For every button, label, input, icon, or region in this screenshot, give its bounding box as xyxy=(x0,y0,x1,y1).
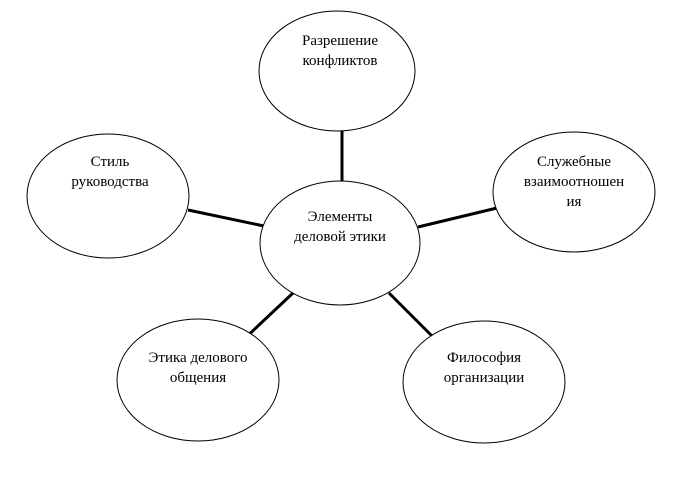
node-business-ethics-elements-label-1: Элементы xyxy=(308,209,373,225)
node-business-ethics-elements-ellipse xyxy=(259,180,421,306)
node-business-communication-ethics-label-1: Этика делового xyxy=(149,350,248,366)
node-conflict-resolution-label-2: конфликтов xyxy=(303,53,378,69)
node-organization-philosophy-label-1: Философия xyxy=(447,350,521,366)
node-conflict-resolution-ellipse xyxy=(258,10,416,132)
node-business-communication-ethics-ellipse xyxy=(116,318,280,442)
node-business-ethics-elements: Элементы деловой этики xyxy=(259,180,421,306)
node-leadership-style-label-2: руководства xyxy=(71,174,149,190)
node-business-communication-ethics: Этика делового общения xyxy=(116,318,280,442)
node-leadership-style-label-1: Стиль xyxy=(91,154,130,170)
node-work-relations-label-2: взаимоотношен xyxy=(524,174,624,190)
connector-relations xyxy=(417,206,498,229)
node-work-relations-label-1: Служебные xyxy=(537,154,611,170)
node-work-relations: Служебные взаимоотношен ия xyxy=(492,131,656,253)
connector-style xyxy=(187,208,265,228)
node-business-communication-ethics-label-2: общения xyxy=(170,370,226,386)
node-work-relations-ellipse xyxy=(492,131,656,253)
node-conflict-resolution-label-1: Разрешение xyxy=(302,33,378,49)
node-work-relations-label-3: ия xyxy=(567,194,582,210)
connector-philosophy xyxy=(387,291,439,343)
node-leadership-style: Стиль руководства xyxy=(26,133,190,259)
node-conflict-resolution: Разрешение конфликтов xyxy=(258,10,416,132)
node-organization-philosophy-ellipse xyxy=(402,320,566,444)
node-leadership-style-ellipse xyxy=(26,133,190,259)
node-organization-philosophy: Философия организации xyxy=(402,320,566,444)
node-organization-philosophy-label-2: организации xyxy=(444,370,525,386)
node-business-ethics-elements-label-2: деловой этики xyxy=(294,229,386,245)
